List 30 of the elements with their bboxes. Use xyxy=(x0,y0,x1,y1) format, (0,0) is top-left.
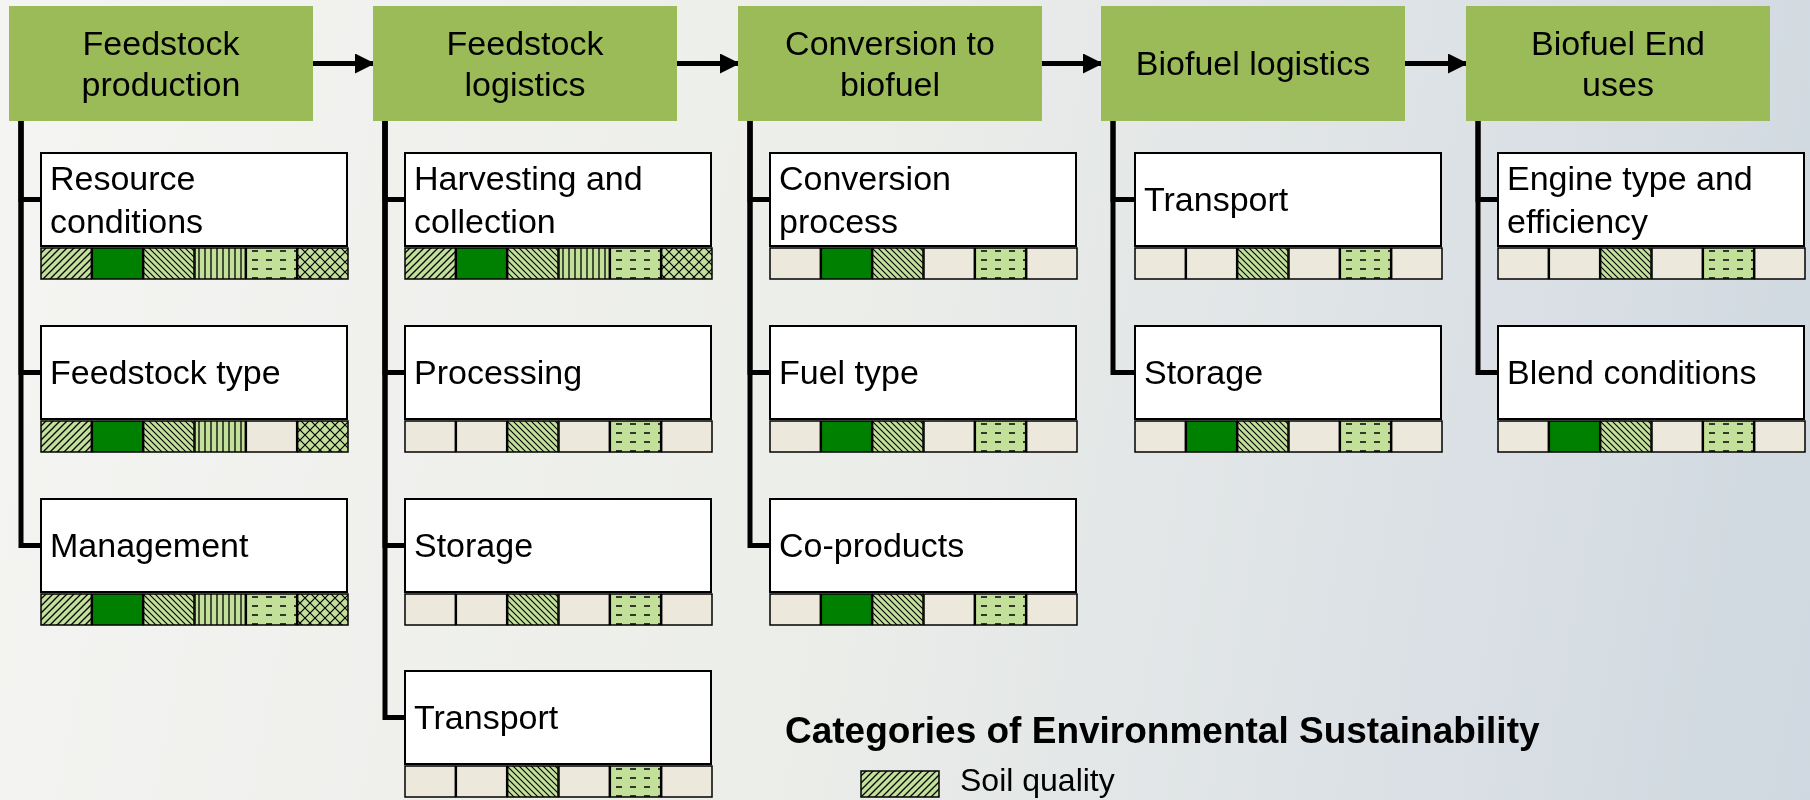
process-box: Resource conditions xyxy=(40,152,348,247)
connector-line xyxy=(382,121,404,720)
legend-heading: Categories of Environmental Sustainability xyxy=(785,710,1540,752)
stage-box: Feedstock production xyxy=(9,6,313,121)
connector-line xyxy=(747,121,769,548)
legend-label: Soil quality xyxy=(960,762,1115,799)
process-box: Feedstock type xyxy=(40,325,348,420)
process-box: Fuel type xyxy=(769,325,1077,420)
connector-line xyxy=(1475,121,1497,375)
process-box: Storage xyxy=(1134,325,1442,420)
process-box: Conversion process xyxy=(769,152,1077,247)
stage-box: Feedstock logistics xyxy=(373,6,677,121)
process-box: Engine type and efficiency xyxy=(1497,152,1805,247)
process-box: Processing xyxy=(404,325,712,420)
process-box: Transport xyxy=(404,670,712,765)
stage-box: Conversion to biofuel xyxy=(738,6,1042,121)
arrow xyxy=(1042,53,1103,74)
connector-line xyxy=(18,121,40,548)
stage-box: Biofuel logistics xyxy=(1101,6,1405,121)
process-box: Transport xyxy=(1134,152,1442,247)
arrow xyxy=(677,53,740,74)
process-box: Harvesting and collection xyxy=(404,152,712,247)
process-box: Co-products xyxy=(769,498,1077,593)
process-box: Blend conditions xyxy=(1497,325,1805,420)
process-box: Management xyxy=(40,498,348,593)
process-box: Storage xyxy=(404,498,712,593)
connector-line xyxy=(1110,121,1134,375)
stage-box: Biofuel End uses xyxy=(1466,6,1770,121)
arrow xyxy=(1405,53,1468,74)
arrow xyxy=(313,53,375,74)
